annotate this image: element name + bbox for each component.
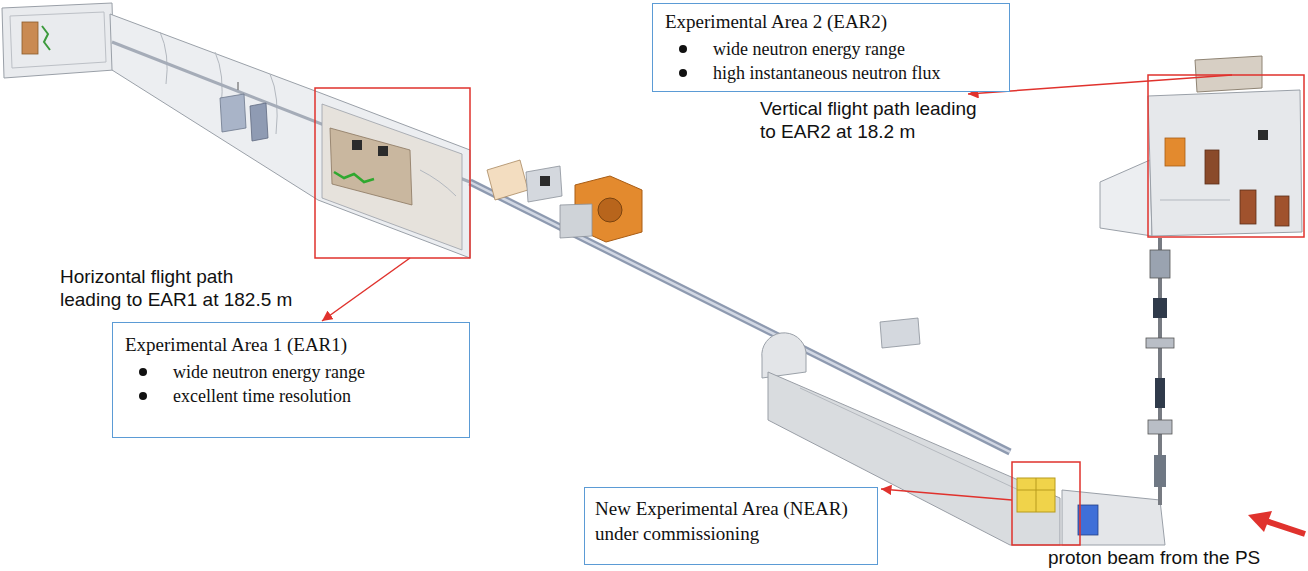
illustration-part	[1012, 462, 1080, 545]
illustration-part	[42, 26, 50, 50]
illustration-part	[880, 318, 920, 348]
illustration-part	[800, 388, 1040, 500]
illustration-part	[1258, 130, 1268, 140]
flight-path-label: Horizontal flight path leading to EAR1 a…	[60, 266, 312, 312]
area-box: Experimental Area 2 (EAR2)wide neutron e…	[652, 3, 1010, 92]
bullet-row: wide neutron energy range	[139, 360, 457, 384]
illustration-part	[1165, 138, 1185, 166]
area-title: New Experimental Area (NEAR) under commi…	[595, 497, 867, 546]
illustration-part	[1148, 90, 1302, 236]
illustration-part	[352, 140, 362, 150]
bullet-row: high instantaneous neutron flux	[679, 61, 997, 85]
illustration-part	[420, 170, 456, 196]
feature-text: excellent time resolution	[173, 384, 351, 408]
illustration-part	[1100, 160, 1152, 236]
illustration-part	[540, 176, 550, 186]
illustration-part	[1017, 478, 1055, 512]
illustration-part	[1062, 490, 1165, 545]
illustration-part	[110, 14, 470, 258]
illustration-part	[598, 198, 622, 222]
illustration-part	[330, 128, 412, 205]
illustration-part	[1078, 505, 1098, 535]
illustration-part	[1148, 75, 1304, 237]
illustration-part	[334, 172, 374, 182]
horizontal-beamline-building	[2, 3, 470, 258]
flight-path-label: Vertical flight path leading to EAR2 at …	[760, 98, 1050, 144]
illustration-part	[315, 88, 470, 258]
illustration-part	[10, 12, 106, 68]
vertical-beamline	[1146, 238, 1174, 505]
illustration-part	[470, 182, 1010, 452]
illustration-part	[1195, 56, 1262, 92]
illustration-part	[1148, 420, 1172, 434]
illustration-part	[378, 146, 388, 156]
illustration-part	[1205, 150, 1219, 184]
illustration-part	[1248, 511, 1272, 532]
feature-text: wide neutron energy range	[713, 37, 905, 61]
bullet-row: excellent time resolution	[139, 384, 457, 408]
illustration-part	[1154, 455, 1166, 487]
illustration-part	[22, 22, 38, 54]
illustration-part	[220, 94, 246, 132]
beam-pipe	[470, 160, 1010, 452]
illustration-part	[1150, 250, 1170, 278]
bullet-dot	[679, 69, 687, 77]
illustration-part	[1240, 190, 1256, 224]
feature-text: high instantaneous neutron flux	[713, 61, 940, 85]
highlight-frames	[315, 75, 1304, 545]
illustration-part	[322, 104, 462, 250]
area-title: Experimental Area 1 (EAR1)	[125, 333, 457, 358]
illustration-part	[1036, 478, 1037, 512]
illustration-part	[526, 166, 562, 202]
illustration-part	[881, 489, 1012, 500]
bullet-dot	[679, 45, 687, 53]
illustration-part	[2, 3, 114, 78]
illustration-part	[1153, 298, 1167, 318]
illustration-part	[250, 103, 268, 141]
feature-text: wide neutron energy range	[173, 360, 365, 384]
area-title: Experimental Area 2 (EAR2)	[665, 10, 997, 35]
illustration-part	[762, 333, 806, 378]
illustration-part	[1266, 521, 1305, 534]
illustration-part	[487, 160, 528, 200]
bullet-dot	[139, 368, 147, 376]
illustration-part	[470, 182, 1010, 452]
illustration-part	[1155, 378, 1165, 408]
bullet-dot	[139, 392, 147, 400]
illustration-part	[322, 258, 410, 321]
area-box: New Experimental Area (NEAR) under commi…	[584, 487, 878, 565]
beam-label: proton beam from the PS	[1048, 547, 1260, 570]
illustration-part	[1146, 338, 1174, 348]
illustration-part	[560, 204, 592, 238]
illustration-part	[1160, 200, 1230, 201]
illustration-part	[238, 82, 239, 90]
illustration-part	[1275, 196, 1289, 226]
bullet-row: wide neutron energy range	[679, 37, 997, 61]
illustration-part	[160, 32, 167, 84]
area-box: Experimental Area 1 (EAR1)wide neutron e…	[112, 322, 470, 438]
proton-beam-arrow	[1248, 511, 1305, 534]
